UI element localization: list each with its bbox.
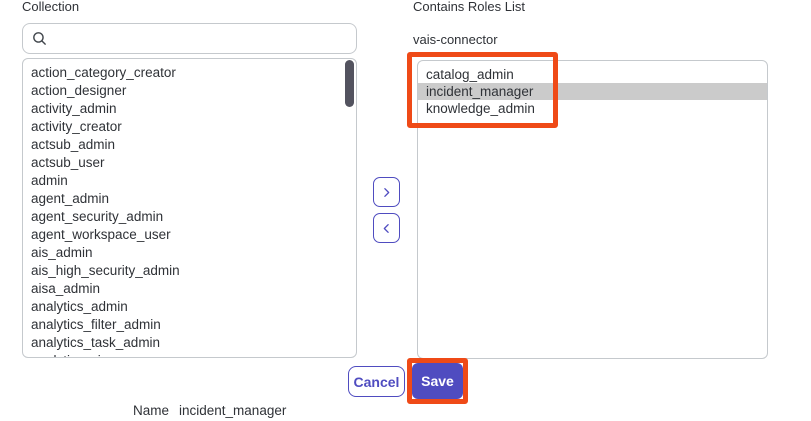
list-item[interactable]: analytics_admin: [31, 299, 128, 314]
list-item[interactable]: catalog_admin: [426, 67, 514, 82]
list-item[interactable]: aisa_admin: [31, 281, 101, 296]
list-item-selected[interactable]: incident_manager: [418, 83, 767, 100]
name-row: Name incident_manager: [133, 403, 286, 419]
list-item[interactable]: action_designer: [31, 83, 127, 98]
list-item[interactable]: analytics_filter_admin: [31, 317, 161, 332]
search-box[interactable]: [22, 23, 357, 54]
chevron-right-icon: [384, 187, 390, 197]
list-item[interactable]: knowledge_admin: [426, 101, 535, 116]
group-name-label: vais-connector: [413, 32, 498, 47]
list-item[interactable]: agent_workspace_user: [31, 227, 171, 242]
move-right-button[interactable]: [373, 177, 400, 207]
list-item[interactable]: ais_high_security_admin: [31, 263, 180, 278]
collection-title: Collection: [22, 0, 80, 14]
cancel-button[interactable]: Cancel: [348, 366, 405, 397]
list-item[interactable]: analytics_viewer: [23, 352, 356, 357]
search-input[interactable]: [54, 31, 348, 46]
list-item[interactable]: agent_security_admin: [31, 209, 164, 224]
roles-list[interactable]: catalog_admin incident_manager knowledge…: [417, 60, 768, 359]
roles-list-title: Contains Roles List: [413, 0, 525, 14]
list-item[interactable]: actsub_admin: [31, 137, 116, 152]
list-item[interactable]: ais_admin: [31, 245, 93, 260]
name-label: Name: [133, 403, 170, 418]
list-item[interactable]: actsub_user: [31, 155, 105, 170]
list-item[interactable]: agent_admin: [31, 191, 110, 206]
search-icon: [33, 32, 46, 45]
list-item[interactable]: activity_creator: [31, 119, 122, 134]
save-button[interactable]: Save: [412, 363, 463, 399]
name-value: incident_manager: [179, 403, 287, 418]
move-left-button[interactable]: [373, 213, 400, 243]
list-item[interactable]: action_category_creator: [31, 65, 176, 80]
list-item[interactable]: admin: [31, 173, 68, 188]
scrollbar-thumb[interactable]: [345, 60, 354, 107]
chevron-left-icon: [383, 223, 389, 233]
collection-list[interactable]: action_category_creator action_designer …: [22, 58, 357, 358]
list-item[interactable]: analytics_task_admin: [31, 335, 161, 350]
list-item[interactable]: activity_admin: [31, 101, 117, 116]
